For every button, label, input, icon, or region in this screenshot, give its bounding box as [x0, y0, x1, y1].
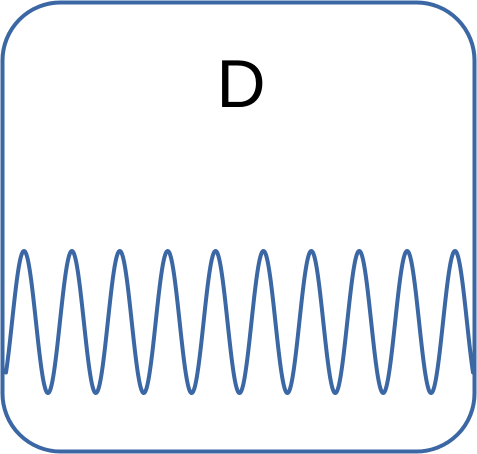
card-label: D — [216, 46, 266, 122]
oscillating-wave — [4, 249, 475, 395]
